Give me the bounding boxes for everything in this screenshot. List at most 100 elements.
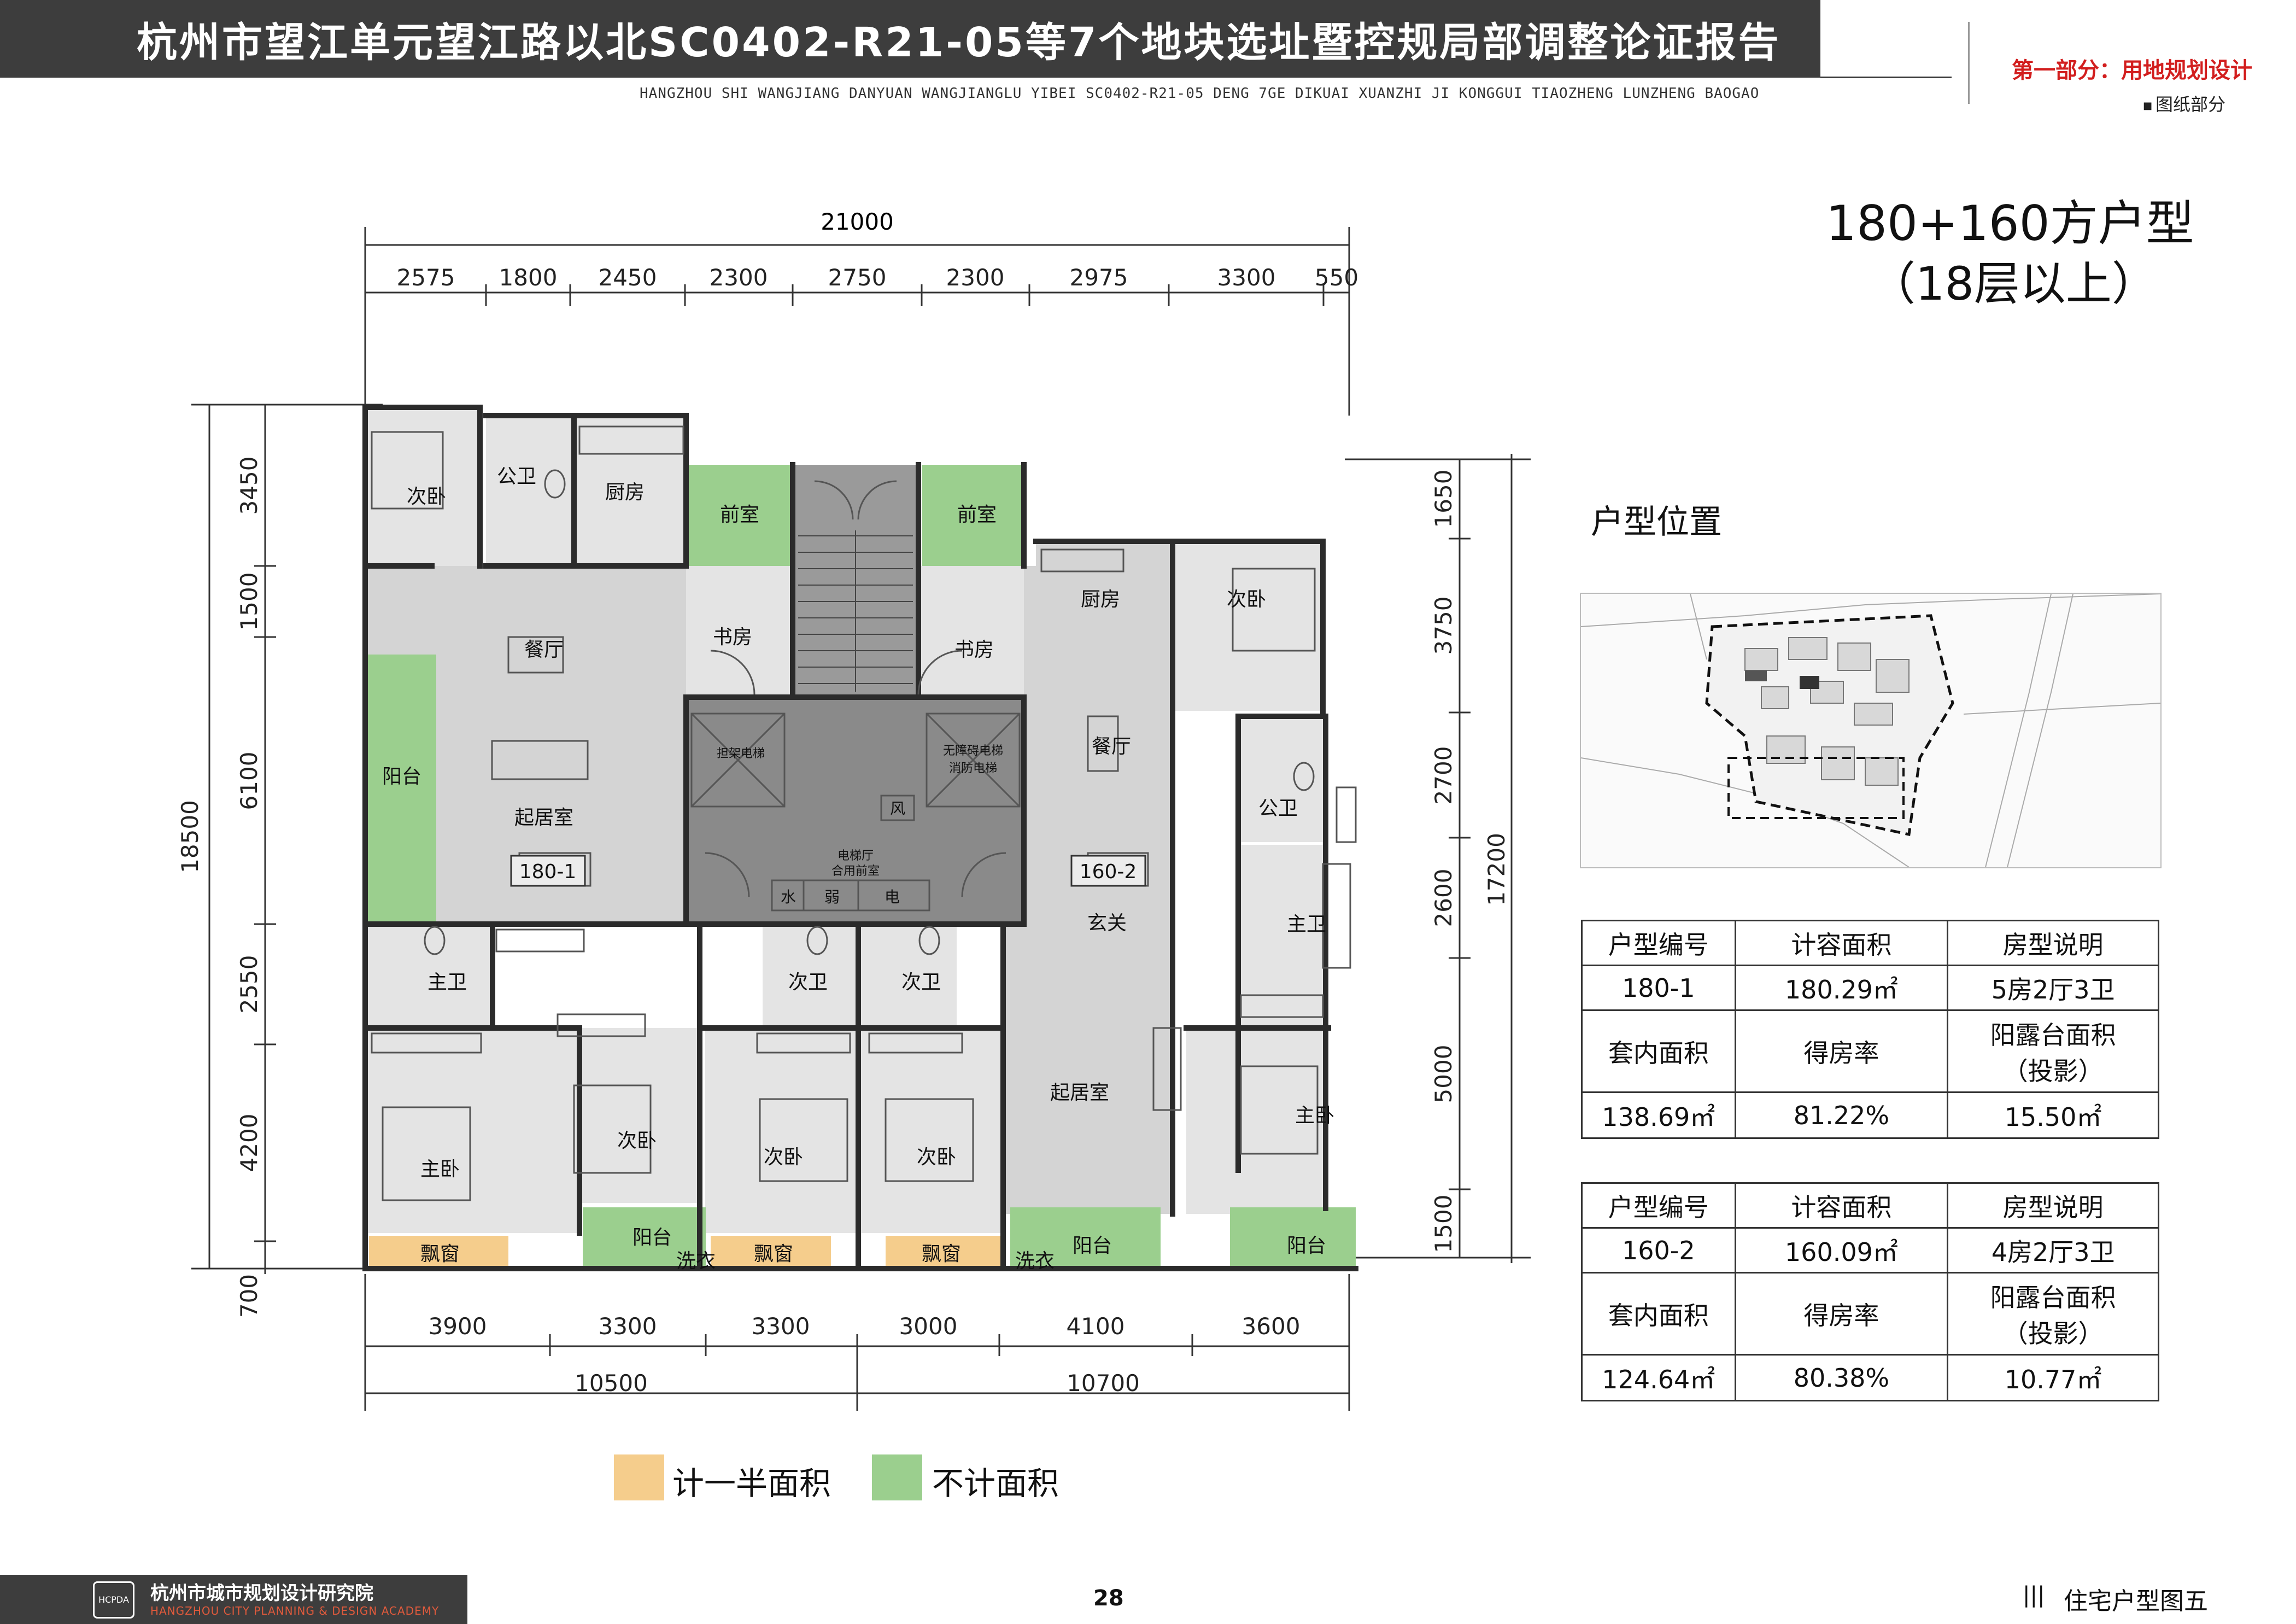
t2-header-inner-area: 套内面积 <box>1581 1272 1736 1356</box>
location-map <box>1580 593 2162 868</box>
room-bay-window-c: 飘窗 <box>922 1243 961 1265</box>
part-label: 第一部分：用地规划设计 <box>2012 58 2252 83</box>
room-dining-b: 餐厅 <box>1092 735 1131 758</box>
room-master-bed-b: 主卧 <box>1295 1105 1334 1127</box>
dim-right-1: 1650 <box>1430 470 1457 528</box>
walls <box>362 405 1358 1271</box>
legend-half-area-label: 计一半面积 <box>672 1465 831 1502</box>
room-public-wc-b: 公卫 <box>1258 797 1298 820</box>
t1-balcony: 15.50㎡ <box>1947 1091 2159 1139</box>
t1-area: 180.29㎡ <box>1734 965 1949 1011</box>
dim-top-1: 2575 <box>397 264 455 291</box>
t1-header-efficiency: 得房率 <box>1734 1009 1949 1093</box>
shaft-water: 水 <box>781 888 796 906</box>
dim-bottom-6: 3600 <box>1242 1313 1301 1340</box>
top-dimension-lines <box>364 227 1350 416</box>
dim-bottom-4: 3000 <box>899 1313 958 1340</box>
dim-right-3: 2700 <box>1430 746 1457 805</box>
internal-lines <box>371 425 1357 1201</box>
t2-header-area: 计容面积 <box>1734 1182 1949 1229</box>
legend-half-area-swatch <box>614 1454 664 1500</box>
org-logo: HCPDA <box>93 1581 134 1619</box>
t2-balcony: 10.77㎡ <box>1947 1354 2159 1401</box>
dim-top-4: 2300 <box>710 264 768 291</box>
footer-sheet-title: 住宅户型图五 <box>2064 1587 2208 1615</box>
room-second-wc-b: 次卫 <box>901 971 941 994</box>
dim-top-6: 2300 <box>946 264 1005 291</box>
lift-accessible-label: 无障碍电梯 <box>943 744 1003 758</box>
dim-right-5: 5000 <box>1430 1045 1457 1103</box>
unit-type-subtitle: （18层以上） <box>1870 257 2158 311</box>
shaft-electric: 电 <box>885 888 900 906</box>
dim-top-total: 21000 <box>821 208 894 235</box>
room-bay-window-a: 飘窗 <box>420 1243 460 1265</box>
dim-left-4: 2550 <box>236 955 262 1014</box>
t1-header-code: 户型编号 <box>1581 920 1736 966</box>
room-balcony-d: 阳台 <box>1287 1235 1326 1257</box>
unit-label-160-2: 160-2 <box>1080 861 1137 883</box>
right-dimension-lines <box>1345 454 1531 1263</box>
room-bedroom2-e: 次卧 <box>917 1146 956 1169</box>
shaft-weak: 弱 <box>824 888 840 906</box>
room-bedroom2-d: 次卧 <box>764 1146 803 1169</box>
shared-anteroom-label: 合用前室 <box>831 864 880 878</box>
t2-area: 160.09㎡ <box>1734 1227 1949 1274</box>
dim-left-1: 3450 <box>236 457 262 515</box>
room-bedroom2-b: 次卧 <box>1227 588 1266 611</box>
footer-org-bar <box>0 1575 467 1624</box>
t2-code: 160-2 <box>1581 1227 1736 1274</box>
footer-org-name: 杭州市城市规划设计研究院 <box>150 1582 373 1604</box>
room-kitchen-a: 厨房 <box>605 481 645 504</box>
t1-header-balcony: 阳露台面积（投影） <box>1947 1009 2159 1093</box>
shaft-wind: 风 <box>890 799 905 817</box>
t1-header-inner-area: 套内面积 <box>1581 1009 1736 1093</box>
t2-header-balcony: 阳露台面积（投影） <box>1947 1272 2159 1356</box>
t2-header-balcony-line2: （投影） <box>2002 1318 2104 1348</box>
dim-top-5: 2750 <box>828 264 887 291</box>
t2-inner-area: 124.64㎡ <box>1581 1354 1736 1401</box>
t1-efficiency: 81.22% <box>1734 1091 1949 1139</box>
dim-left-6: 700 <box>236 1274 262 1318</box>
room-entrance: 玄关 <box>1087 912 1127 934</box>
title-underline <box>1820 77 1952 78</box>
dim-bottom-total-1: 10500 <box>575 1370 648 1397</box>
room-study-a: 书房 <box>713 626 752 649</box>
section-label: 图纸部分 <box>2143 91 2225 116</box>
dim-top-7: 2975 <box>1070 264 1128 291</box>
room-second-wc-a: 次卫 <box>788 971 828 994</box>
room-laundry-b: 洗衣 <box>1015 1250 1055 1272</box>
dim-right-2: 3750 <box>1430 597 1457 655</box>
dim-top-2: 1800 <box>499 264 558 291</box>
page-number: 28 <box>1093 1586 1124 1611</box>
t1-code: 180-1 <box>1581 965 1736 1011</box>
dim-top-3: 2450 <box>599 264 657 291</box>
room-living-a: 起居室 <box>514 807 573 829</box>
footer-org-name-en: HANGZHOU CITY PLANNING & DESIGN ACADEMY <box>150 1604 440 1617</box>
room-kitchen-b: 厨房 <box>1081 588 1120 611</box>
dim-bottom-total-2: 10700 <box>1067 1370 1140 1397</box>
header-divider <box>1968 22 1970 104</box>
room-anteroom-b: 前室 <box>957 504 997 526</box>
dim-left-5: 4200 <box>236 1114 262 1172</box>
t2-type: 4房2厅3卫 <box>1947 1227 2159 1274</box>
dim-bottom-3: 3300 <box>752 1313 810 1340</box>
lift-hall-label: 电梯厅 <box>837 849 874 863</box>
unit-180-table: 户型编号 计容面积 房型说明 180-1 180.29㎡ 5房2厅3卫 套内面积… <box>1581 920 2159 1139</box>
dim-left-2: 1500 <box>236 573 262 631</box>
room-balcony-c: 阳台 <box>1073 1235 1112 1257</box>
location-title: 户型位置 <box>1591 503 1722 541</box>
dim-right-4: 2600 <box>1430 869 1457 927</box>
plan-fills <box>365 407 1356 1269</box>
dim-left-3: 6100 <box>236 752 262 810</box>
t1-header-area: 计容面积 <box>1734 920 1949 966</box>
t2-header-efficiency: 得房率 <box>1734 1272 1949 1356</box>
room-master-wc-a: 主卫 <box>427 971 467 994</box>
t1-header-type: 房型说明 <box>1947 920 2159 966</box>
room-balcony-a: 阳台 <box>382 766 421 788</box>
room-master-bed-a: 主卧 <box>420 1158 460 1181</box>
room-bedroom2-c: 次卧 <box>617 1130 657 1152</box>
footer-separator-icon: ||| <box>2023 1582 2045 1608</box>
room-public-wc-a: 公卫 <box>497 465 536 488</box>
room-master-wc-b: 主卫 <box>1287 913 1326 936</box>
